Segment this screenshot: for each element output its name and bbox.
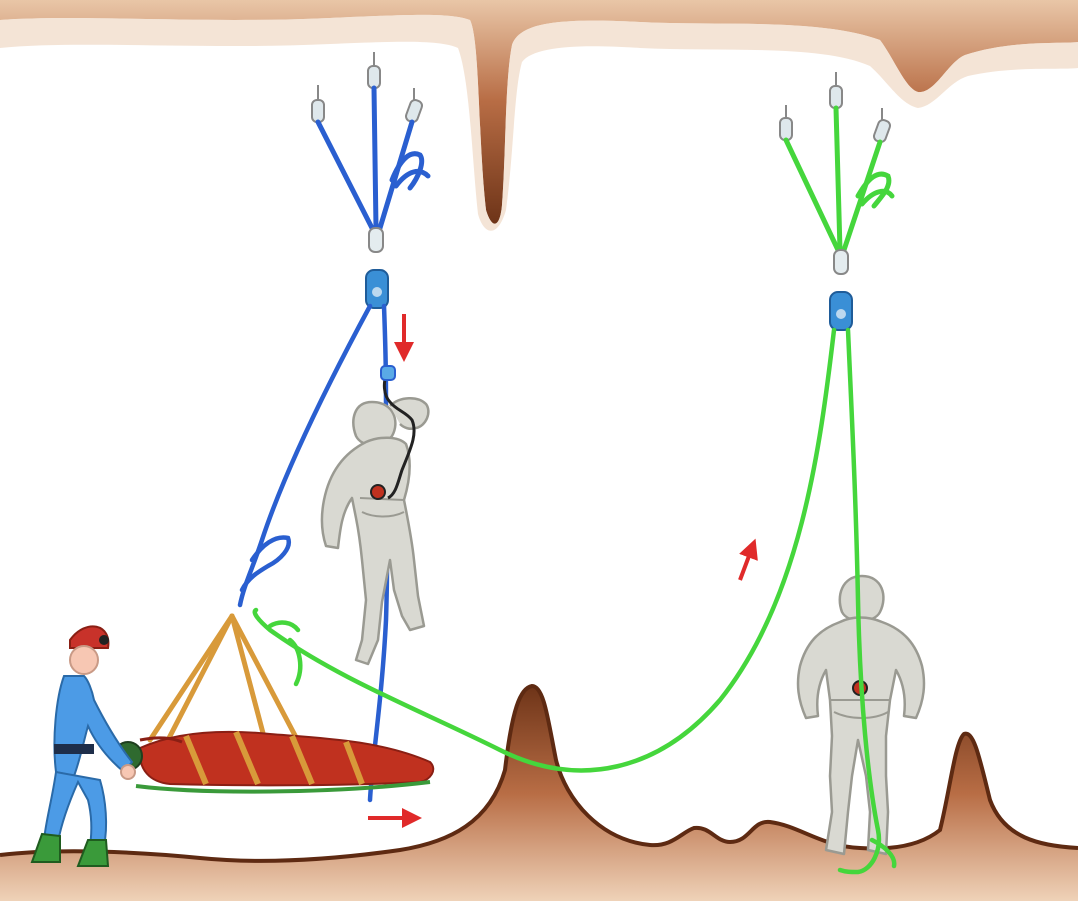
guiding-caver (32, 626, 135, 866)
blue-anchor-rig (312, 52, 428, 252)
cave-ceiling (0, 0, 1078, 231)
green-anchor-rig (780, 72, 892, 274)
arrow-up-right (740, 548, 752, 580)
blue-pulley (366, 270, 388, 308)
green-pulley (830, 292, 852, 330)
